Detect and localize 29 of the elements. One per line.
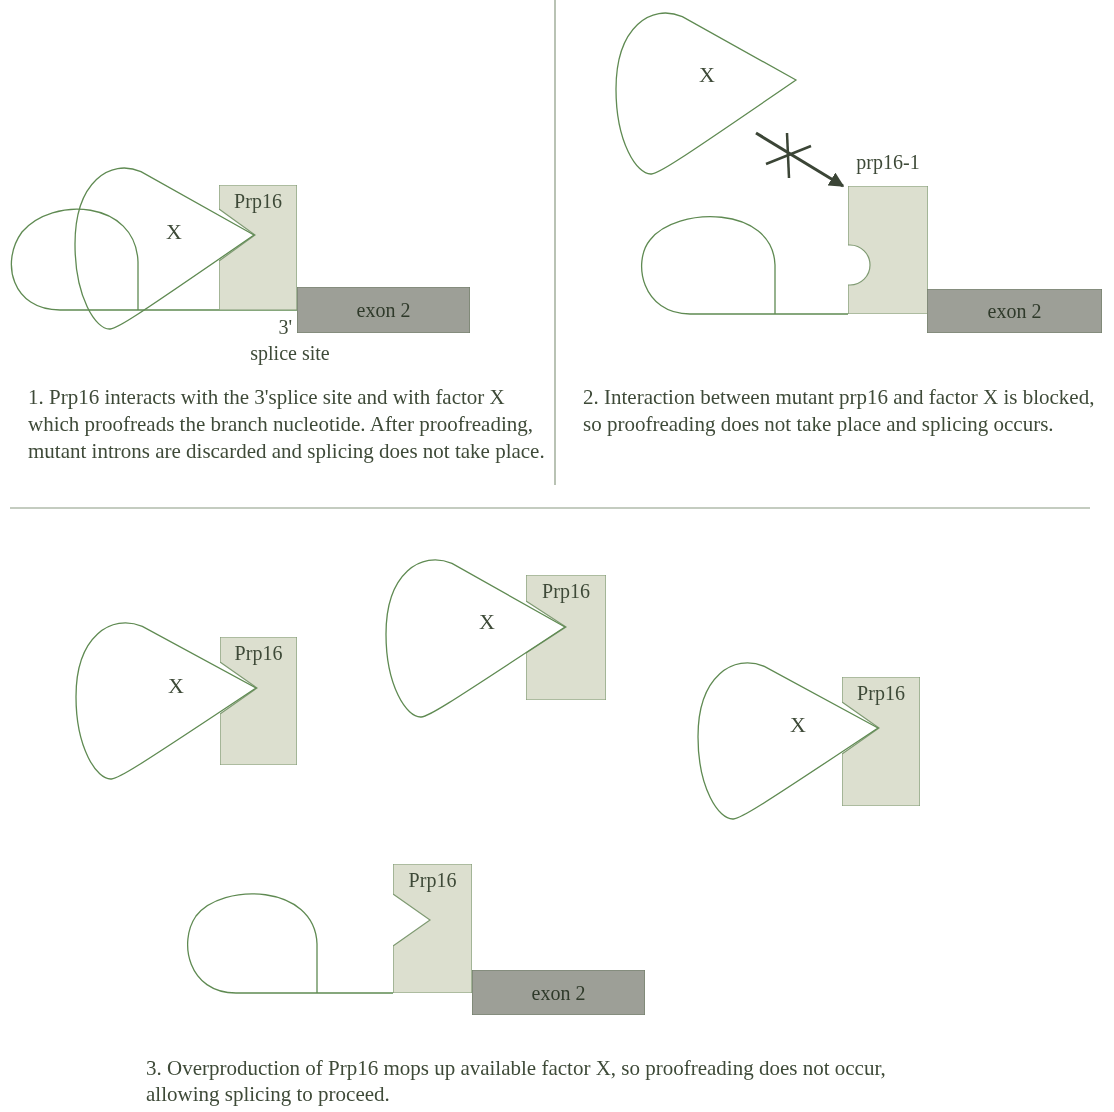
site-label: splice site (249, 341, 331, 367)
exon-bar (927, 289, 1102, 333)
node-label: X (166, 221, 182, 243)
node-label: X (168, 675, 184, 697)
node-label: Prp16 (541, 581, 591, 601)
node-label: exon 2 (986, 301, 1043, 321)
caption: 1. Prp16 interacts with the 3'splice site and with factor X which proofreads the branch nucleotide. After proofreading, mutant introns are discarded and splicing does not take place. (28, 384, 546, 465)
node-label: Prp16 (407, 870, 458, 890)
protein-block (526, 575, 606, 700)
node-label: prp16-1 (855, 152, 921, 172)
protein-block (393, 864, 472, 993)
node-label: exon 2 (530, 982, 587, 1003)
node-label: X (479, 611, 495, 633)
node-label: Prp16 (233, 643, 284, 663)
node-label: Prp16 (233, 191, 283, 211)
teardrop-shape (615, 10, 797, 175)
node-label: exon 2 (355, 300, 412, 320)
caption: 2. Interaction between mutant prp16 and factor X is blocked, so proofreading does not take place and splicing occurs. (583, 384, 1096, 438)
node-label: X (790, 714, 806, 736)
node-label: X (699, 64, 715, 86)
protein-block (219, 185, 297, 310)
protein-block (220, 637, 297, 765)
exon-bar (472, 970, 645, 1015)
protein-block (842, 677, 920, 806)
site-label: 3' (277, 315, 292, 340)
caption: 3. Overproduction of Prp16 mops up available factor X, so proofreading does not occur, allowing splicing to proceed. (146, 1055, 887, 1107)
node-label: Prp16 (856, 683, 906, 703)
exon-bar (297, 287, 470, 333)
arrow (755, 131, 845, 188)
